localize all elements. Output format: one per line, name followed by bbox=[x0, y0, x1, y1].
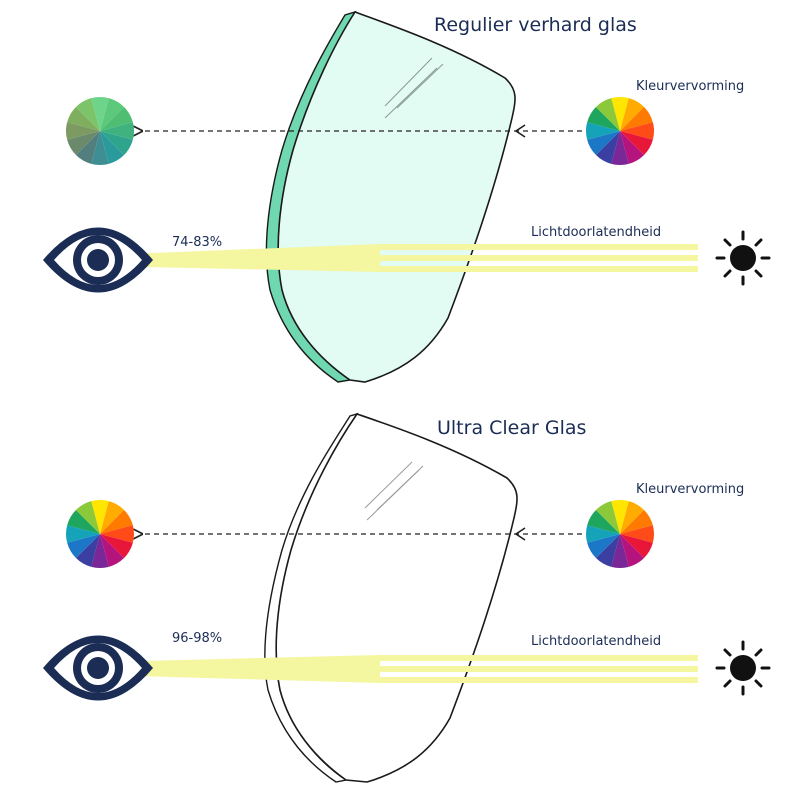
converging-beam bbox=[100, 244, 380, 272]
color-wheel-segment bbox=[100, 98, 125, 131]
color-distortion-label: Kleurvervorming bbox=[636, 79, 744, 94]
arrowhead-mid bbox=[514, 124, 526, 138]
color-wheel-segment bbox=[100, 525, 134, 543]
color-wheel-segment bbox=[100, 106, 133, 131]
arrowhead-mid bbox=[514, 527, 526, 541]
light-beam-group bbox=[100, 655, 698, 683]
color-wheel-segment bbox=[620, 534, 645, 567]
light-beam bbox=[380, 677, 698, 683]
color-wheel-segment bbox=[66, 525, 100, 543]
light-transmission-label: Lichtdoorlatendheid bbox=[531, 225, 661, 240]
panel-ultra-clear-glass: Ultra Clear Glas Kleurvervorming Lichtdo… bbox=[43, 412, 771, 783]
transmission-percentage: 74-83% bbox=[172, 235, 222, 250]
panel-title: Regulier verhard glas bbox=[434, 14, 637, 36]
glass-glare bbox=[364, 461, 413, 509]
color-wheel-segment bbox=[595, 534, 620, 567]
color-wheel-segment bbox=[586, 122, 620, 140]
eye-icon bbox=[43, 635, 153, 701]
color-wheel-segment bbox=[67, 131, 100, 156]
color-distortion-label: Kleurvervorming bbox=[636, 482, 744, 497]
glass-glare bbox=[384, 57, 433, 107]
color-wheel-segment bbox=[620, 106, 653, 131]
color-wheel-segment bbox=[587, 509, 620, 534]
color-wheel-segment bbox=[75, 131, 100, 164]
glass-pane-regular bbox=[265, 10, 516, 383]
color-wheel-icon bbox=[66, 500, 134, 568]
converging-beam bbox=[100, 655, 380, 683]
color-wheel-segment bbox=[595, 98, 620, 131]
color-wheel-segment bbox=[620, 131, 645, 164]
color-wheel-segment bbox=[587, 131, 620, 156]
color-wheel-icon bbox=[586, 500, 654, 568]
color-wheel-segment bbox=[100, 131, 125, 164]
color-wheel-segment bbox=[595, 501, 620, 534]
sun-icon bbox=[715, 640, 771, 696]
color-wheel-segment bbox=[75, 501, 100, 534]
color-wheel-segment bbox=[91, 500, 109, 534]
color-wheel-segment bbox=[611, 500, 629, 534]
color-wheel-icon bbox=[586, 97, 654, 165]
light-beam bbox=[380, 655, 698, 661]
glass-face-ultra-clear bbox=[275, 413, 518, 783]
color-wheel-segment bbox=[100, 534, 125, 567]
color-wheel-segment bbox=[67, 106, 100, 131]
color-wheel-segment bbox=[620, 131, 653, 156]
glass-glare bbox=[396, 63, 444, 109]
light-beam bbox=[380, 255, 698, 261]
color-wheel-segment bbox=[91, 97, 109, 131]
color-wheel-segment bbox=[586, 525, 620, 543]
color-wheel-segment bbox=[91, 131, 109, 165]
color-wheel-segment bbox=[620, 98, 645, 131]
color-wheel-segment bbox=[611, 97, 629, 131]
color-wheel-segment bbox=[75, 98, 100, 131]
color-wheel-icon bbox=[66, 97, 134, 165]
color-wheel-segment bbox=[67, 534, 100, 559]
color-wheel-segment bbox=[100, 501, 125, 534]
color-wheel-segment bbox=[620, 509, 653, 534]
color-wheel-segment bbox=[611, 131, 629, 165]
color-wheel-segment bbox=[587, 106, 620, 131]
glass-glare bbox=[384, 67, 438, 119]
color-wheel-segment bbox=[611, 534, 629, 568]
color-wheel-segment bbox=[620, 534, 653, 559]
color-wheel-segment bbox=[620, 122, 654, 140]
glass-glare bbox=[366, 469, 420, 521]
panel-regular-glass: Regulier verhard glas Kleurvervorming Li… bbox=[43, 10, 771, 383]
light-beam-group bbox=[100, 244, 698, 272]
glass-face-regular bbox=[277, 11, 516, 383]
color-wheel-segment bbox=[100, 534, 133, 559]
light-beam bbox=[380, 244, 698, 250]
color-wheel-segment bbox=[67, 509, 100, 534]
transmission-percentage: 96-98% bbox=[172, 631, 222, 646]
sun-icon bbox=[715, 230, 771, 286]
color-wheel-segment bbox=[620, 501, 645, 534]
color-wheel-segment bbox=[620, 525, 654, 543]
color-wheel-segment bbox=[100, 122, 134, 140]
light-beam bbox=[380, 266, 698, 272]
color-wheel-segment bbox=[66, 122, 100, 140]
eye-icon bbox=[43, 227, 153, 293]
color-wheel-segment bbox=[587, 534, 620, 559]
color-wheel-segment bbox=[100, 509, 133, 534]
color-wheel-segment bbox=[100, 131, 133, 156]
glass-pane-ultra-clear bbox=[264, 412, 518, 783]
light-beam bbox=[380, 666, 698, 672]
color-wheel-segment bbox=[91, 534, 109, 568]
light-transmission-label: Lichtdoorlatendheid bbox=[531, 634, 661, 649]
panel-title: Ultra Clear Glas bbox=[437, 417, 586, 439]
color-wheel-segment bbox=[595, 131, 620, 164]
color-wheel-segment bbox=[75, 534, 100, 567]
